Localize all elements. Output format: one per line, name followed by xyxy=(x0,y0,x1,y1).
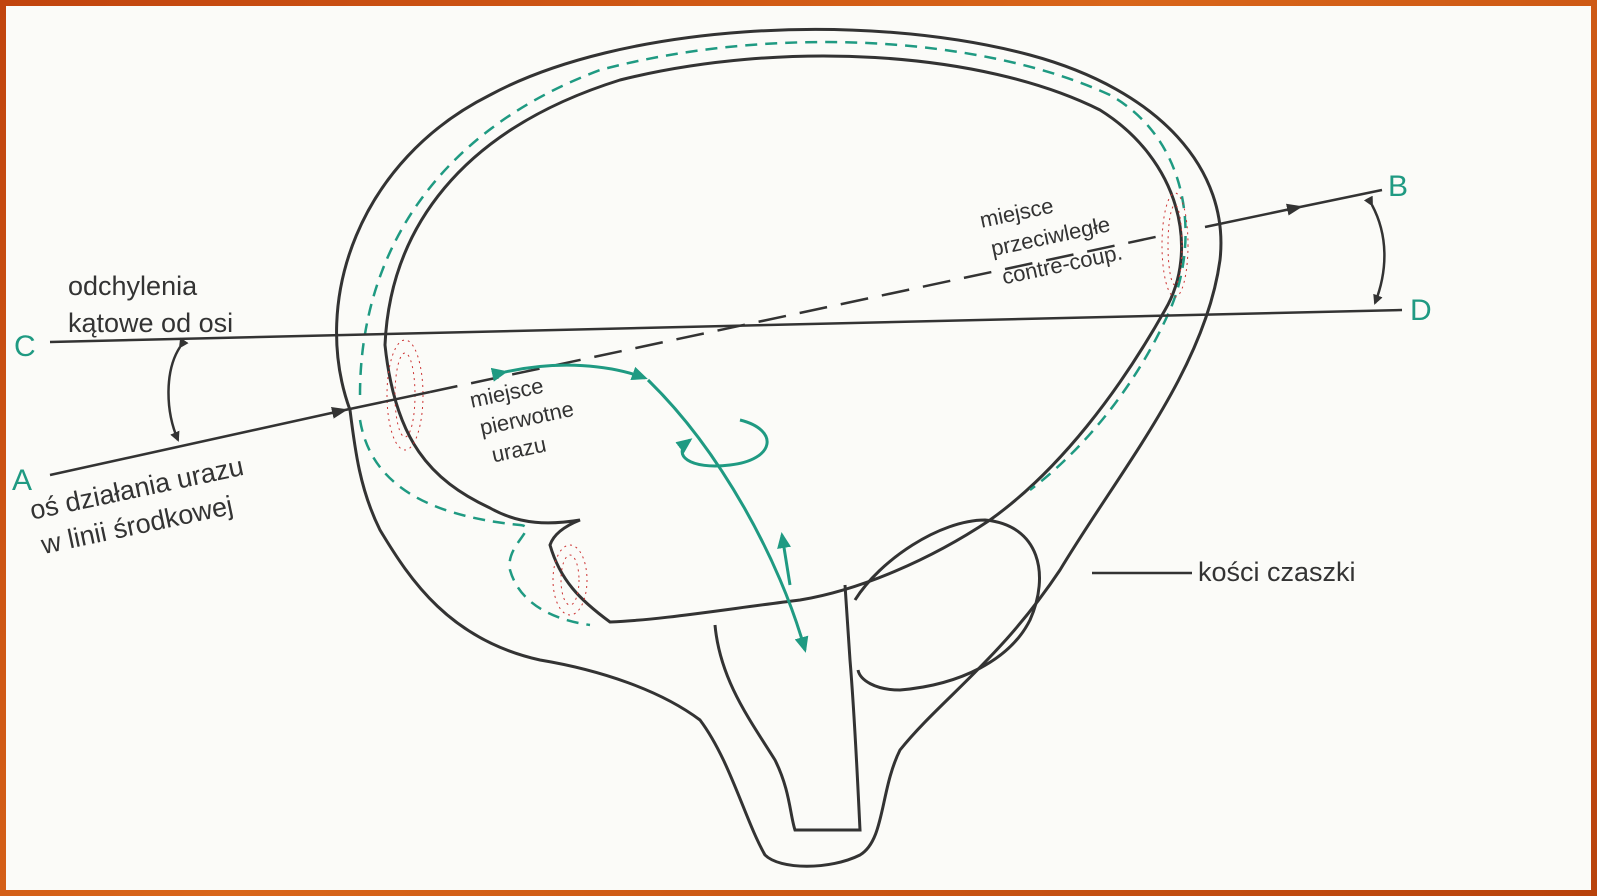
skull-bones-label: kości czaszki xyxy=(1198,557,1356,587)
angular-deviation-label-line1: odchylenia xyxy=(68,271,198,301)
point-d-label: D xyxy=(1410,294,1432,327)
point-c-label: C xyxy=(14,330,36,363)
rotation-arrow-up xyxy=(782,535,790,585)
angle-arc-right xyxy=(1372,205,1384,303)
angular-deviation-label-line2: kątowe od osi xyxy=(68,308,233,338)
point-a-label: A xyxy=(12,464,32,497)
point-b-label: B xyxy=(1388,170,1408,203)
angle-arc-left xyxy=(168,347,180,440)
impact-axis-b-tail xyxy=(1300,190,1382,207)
rotation-circle-arrow xyxy=(682,420,767,466)
skull-outer-outline xyxy=(337,29,1221,866)
secondary-contusion-stipple xyxy=(553,545,587,615)
